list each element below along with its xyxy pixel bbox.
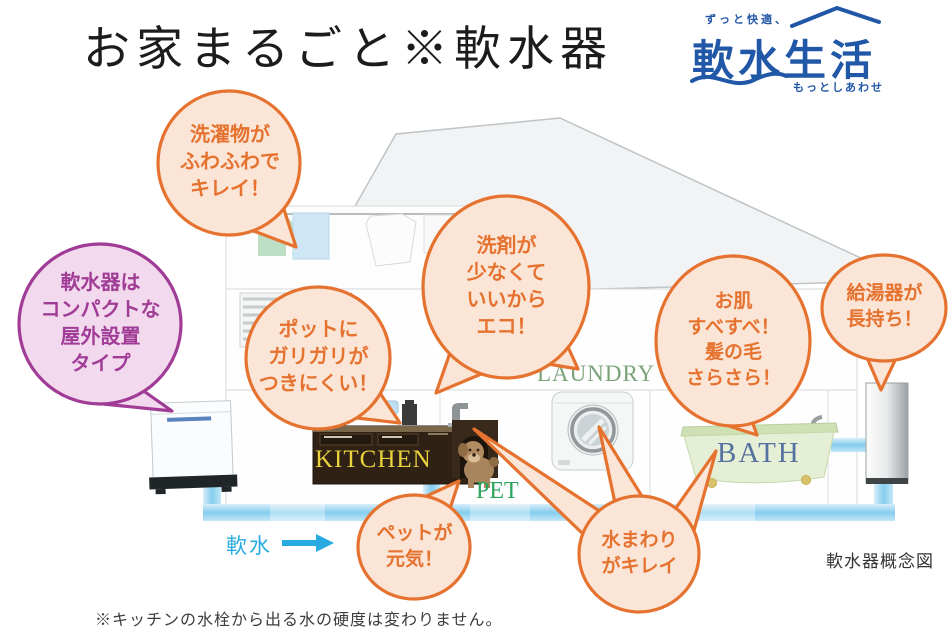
bubble-plumbing bbox=[472, 425, 718, 614]
bubble-skin bbox=[654, 254, 812, 437]
bubble-pot bbox=[244, 285, 402, 431]
pot-icon bbox=[402, 400, 417, 425]
bubble-detergent-text: 洗剤が 少なくて いいから エコ！ bbox=[466, 235, 547, 338]
pipe-highlight bbox=[470, 504, 530, 521]
pipe-heater bbox=[874, 484, 893, 508]
water-heater-unit bbox=[865, 382, 909, 484]
blue-towel-icon bbox=[292, 212, 330, 260]
pipe-bath bbox=[831, 438, 867, 452]
logo-decoration bbox=[690, 6, 881, 86]
pipe-highlight bbox=[270, 504, 325, 521]
label-pet: PET bbox=[476, 478, 519, 504]
bubble-pet bbox=[356, 479, 472, 601]
page-title: お家まるごと※軟水器 bbox=[83, 22, 613, 77]
bubble-plumbing-text: 水まわり がキレイ bbox=[601, 530, 678, 577]
logo-roof-icon bbox=[790, 6, 881, 28]
label-soft-water: 軟水 bbox=[226, 535, 272, 558]
bubble-pet-text: ペットが 元気！ bbox=[376, 523, 453, 570]
soft-water-arrow-icon bbox=[282, 534, 334, 552]
logo-wordmark: 軟水生活 bbox=[692, 37, 877, 84]
white-shirt-icon bbox=[365, 213, 417, 267]
label-kitchen: KITCHEN bbox=[315, 446, 432, 473]
logo-wave-icon bbox=[690, 71, 788, 86]
bubble-skin-text: お肌 すべすべ！ 髪の毛 さらさら！ bbox=[685, 291, 781, 389]
bubble-softener bbox=[17, 242, 183, 413]
water-softener-unit bbox=[149, 400, 238, 495]
label-bath: BATH bbox=[717, 437, 801, 469]
bubble-laundry-soft-text: 洗濯物が ふわふわで キレイ！ bbox=[180, 124, 280, 200]
brand-logo: ずっと快適、 軟水生活 もっとしあわせ bbox=[680, 0, 950, 100]
bubble-water-heater-text: 給湯器が 長持ち！ bbox=[846, 283, 923, 330]
logo-tagline-bottom: もっとしあわせ bbox=[793, 82, 884, 94]
bubble-pot-text: ポットに ガリガリが つきにくい！ bbox=[258, 319, 379, 395]
bubble-detergent bbox=[421, 194, 591, 395]
footnote: ※キッチンの水栓から出る水の硬度は変わりません。 bbox=[95, 612, 503, 629]
diagram-caption: 軟水器概念図 bbox=[826, 552, 934, 571]
pipe-softener bbox=[203, 480, 221, 510]
dog-icon bbox=[458, 441, 499, 488]
logo-tagline-top: ずっと快適、 bbox=[705, 14, 789, 26]
bubble-softener-text: 軟水器は コンパクトな 屋外設置 タイプ bbox=[40, 272, 161, 375]
bubble-water-heater bbox=[820, 253, 948, 392]
pipe-highlight bbox=[700, 504, 755, 521]
bubble-laundry-soft bbox=[156, 89, 302, 249]
